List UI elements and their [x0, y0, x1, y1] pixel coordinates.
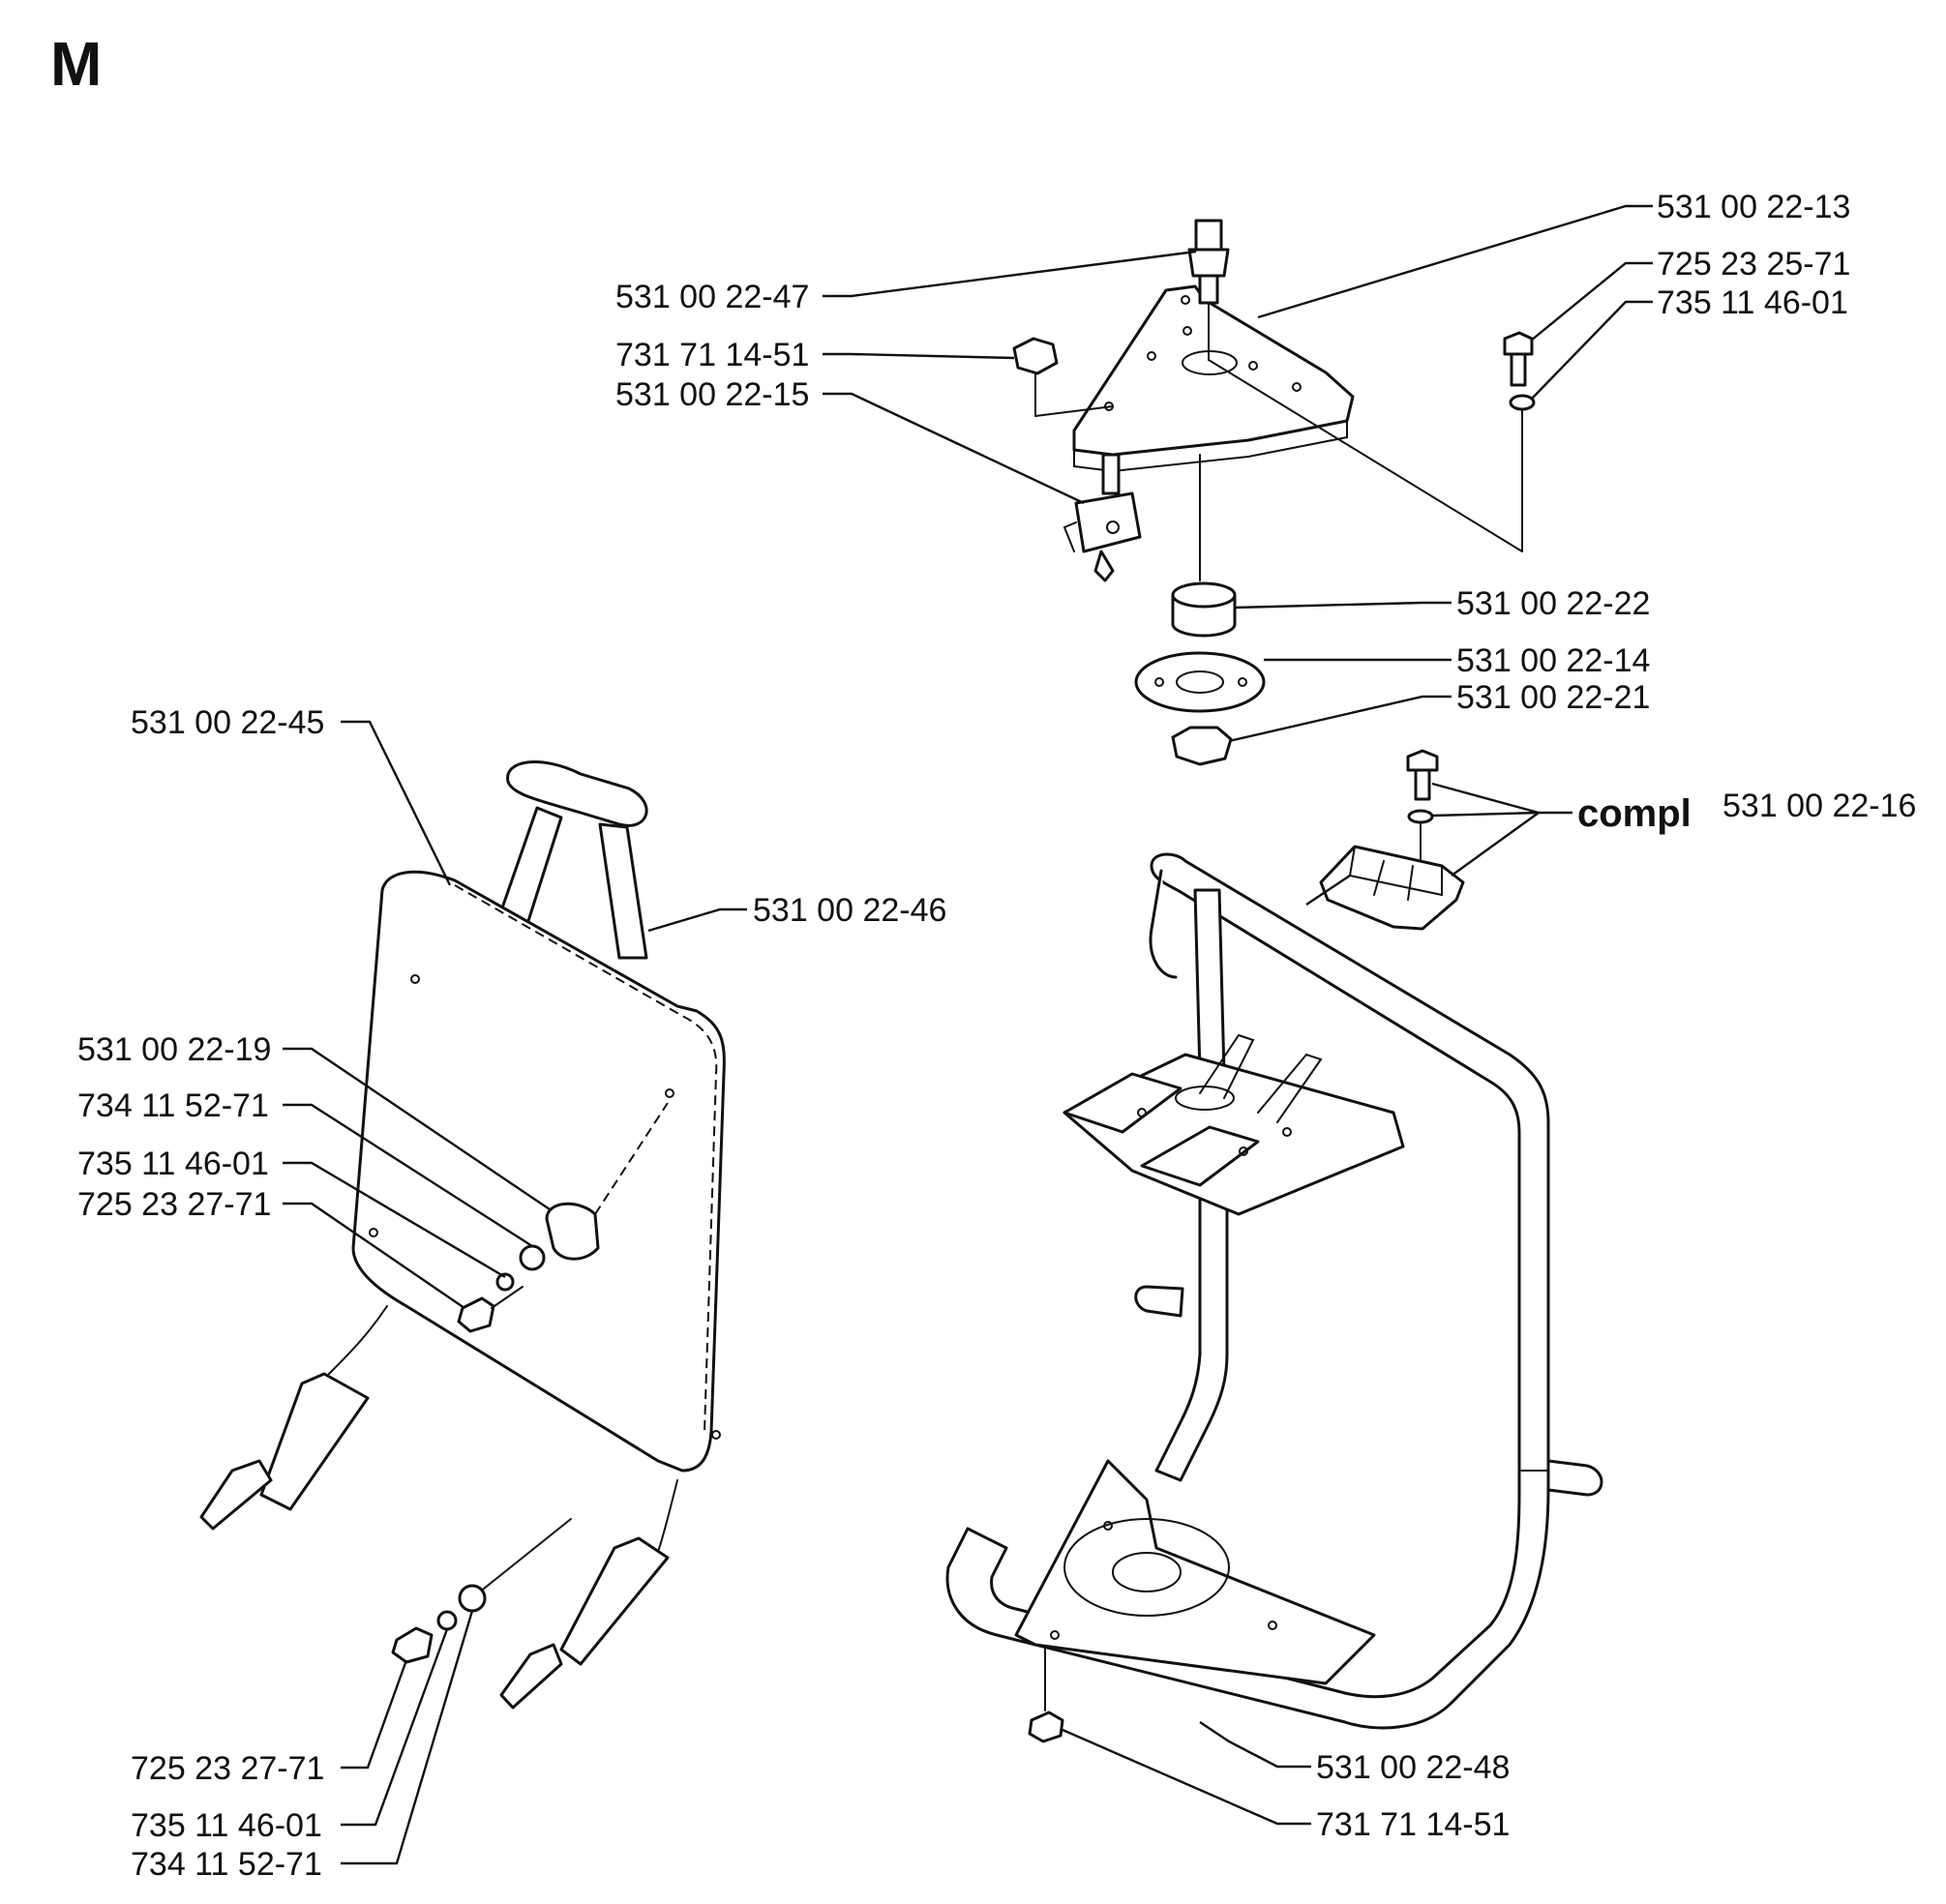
washer-large-bot: [458, 1584, 487, 1613]
label-531-00-22-46: 531 00 22-46: [753, 892, 946, 929]
clip: [545, 1202, 600, 1261]
washer-top: [1509, 394, 1536, 411]
clamp-assembly: [1319, 749, 1465, 931]
bushing: [1171, 454, 1237, 638]
nut-flange: [1171, 726, 1233, 766]
frame-column: [1154, 1169, 1229, 1482]
nut-top: [1012, 337, 1059, 375]
label-735-11-46-01-mid: 735 11 46-01: [77, 1145, 269, 1182]
label-531-00-22-48: 531 00 22-48: [1316, 1749, 1510, 1786]
label-734-11-52-71-bot: 734 11 52-71: [131, 1846, 322, 1883]
label-531-00-22-13: 531 00 22-13: [1657, 189, 1850, 225]
label-735-11-46-01-top: 735 11 46-01: [1657, 284, 1848, 321]
back-pad: [351, 870, 726, 1473]
label-735-11-46-01-bot: 735 11 46-01: [131, 1807, 322, 1844]
frame-tube: [945, 852, 1550, 1730]
leader-lines: [283, 204, 1653, 1865]
label-compl: compl: [1577, 792, 1692, 835]
frame-assembly: [945, 852, 1603, 1743]
bracket-right: [1546, 1459, 1603, 1497]
label-531-00-22-47: 531 00 22-47: [615, 279, 809, 315]
strap-buckle-right: [559, 1536, 670, 1666]
washer-small-bot: [436, 1610, 458, 1631]
bolt-bot: [391, 1626, 434, 1664]
bolt-mid: [457, 1296, 495, 1333]
mounting-plate: [1072, 284, 1355, 473]
base-plate: [1014, 1459, 1376, 1685]
back-pad-assembly: [199, 760, 726, 1710]
label-531-00-22-45: 531 00 22-45: [131, 704, 324, 741]
part-labels: 531 00 22-13 725 23 25-71 735 11 46-01 5…: [77, 189, 1916, 1883]
label-725-23-27-71-bot: 725 23 27-71: [131, 1750, 324, 1787]
label-731-71-14-51-bot: 731 71 14-51: [1316, 1806, 1510, 1843]
label-531-00-22-16: 531 00 22-16: [1722, 788, 1916, 824]
label-531-00-22-15: 531 00 22-15: [615, 376, 809, 413]
bolt-top-right: [1503, 331, 1536, 552]
strap-buckle-left: [259, 1372, 370, 1511]
label-531-00-22-19: 531 00 22-19: [77, 1031, 271, 1068]
bracket-left: [1134, 1285, 1184, 1318]
label-531-00-22-22: 531 00 22-22: [1456, 585, 1650, 622]
spindle-shaft: [1187, 219, 1230, 361]
label-725-23-25-71: 725 23 25-71: [1657, 246, 1850, 283]
section-letter: M: [50, 29, 102, 99]
top-mount-assembly: [1012, 219, 1536, 766]
label-734-11-52-71-mid: 734 11 52-71: [77, 1087, 269, 1124]
strap-loop: [506, 760, 648, 827]
nut-bottom: [1028, 1711, 1064, 1743]
washer-small-mid: [495, 1272, 515, 1292]
label-731-71-14-51-top: 731 71 14-51: [615, 337, 809, 373]
label-725-23-27-71-mid: 725 23 27-71: [77, 1186, 271, 1223]
flange-washer: [1134, 651, 1266, 713]
label-531-00-22-21: 531 00 22-21: [1456, 679, 1650, 716]
label-531-00-22-14: 531 00 22-14: [1456, 642, 1650, 679]
rubber-damper: [1063, 453, 1142, 582]
washer-large-mid: [519, 1244, 546, 1271]
